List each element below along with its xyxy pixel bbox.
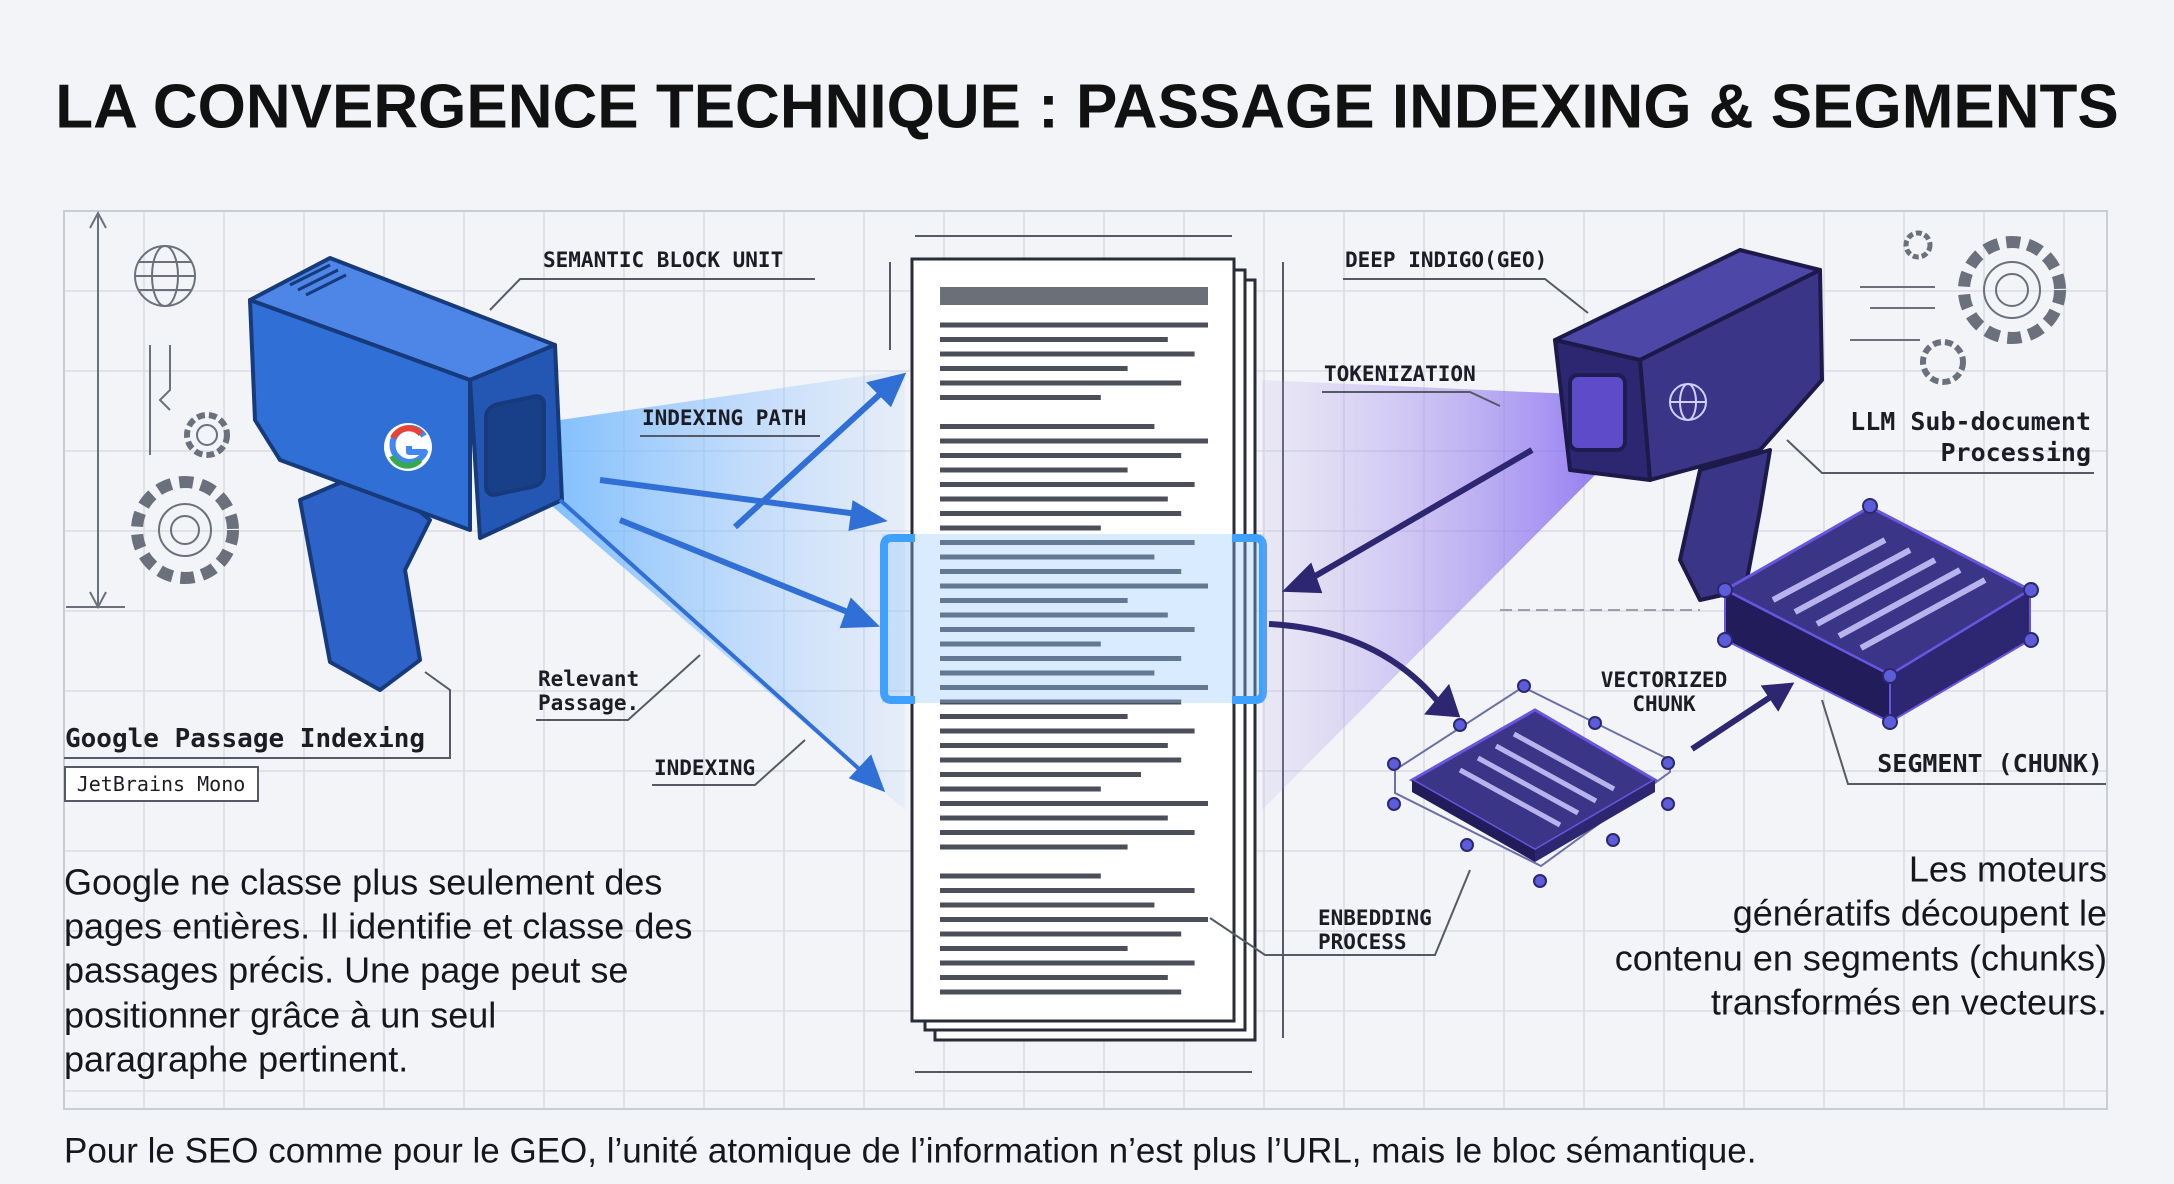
label-vectorized-chunk-2: CHUNK <box>1632 692 1696 716</box>
globe-icon <box>1669 383 1707 421</box>
font-tag-label: JetBrains Mono <box>77 772 246 796</box>
vectorized-chunk <box>1387 679 1675 888</box>
grid-panel-border <box>63 210 2108 1110</box>
label-semantic-block-unit: SEMANTIC BLOCK UNIT <box>543 248 783 272</box>
font-tag-box <box>64 766 259 802</box>
circuit-icon <box>149 345 171 455</box>
left-decorations <box>66 210 239 610</box>
geo-arrows <box>1268 447 1795 752</box>
label-relevant-passage-1: Relevant <box>538 667 639 691</box>
left-paragraph-line: Google ne classe plus seulement des <box>64 862 662 903</box>
label-llm-processing-1: LLM Sub-document <box>1850 407 2091 436</box>
right-paragraph-line: transformés en vecteurs. <box>1711 982 2107 1023</box>
left-paragraph-line: positionner grâce à un seul <box>64 995 496 1036</box>
right-paragraph-line: génératifs découpent le <box>1733 893 2107 934</box>
globe-icon <box>134 245 196 307</box>
label-vectorized-chunk-1: VECTORIZED <box>1601 668 1727 692</box>
gear-icon <box>131 476 239 584</box>
left-paragraph: Google ne classe plus seulement des page… <box>64 862 692 1080</box>
gear-icon <box>184 412 230 458</box>
label-indexing: INDEXING <box>654 756 755 780</box>
gear-icon <box>1903 230 1933 260</box>
label-llm-processing-2: Processing <box>1940 438 2091 467</box>
left-paragraph-line: passages précis. Une page peut se <box>64 950 628 991</box>
segment-chunk <box>1717 498 2039 730</box>
left-paragraph-line: pages entières. Il identifie et classe d… <box>64 906 692 947</box>
label-embedding-process-2: PROCESS <box>1318 930 1407 954</box>
document-text-lines <box>940 287 1208 995</box>
gear-icon <box>1958 236 2066 344</box>
page-title: LA CONVERGENCE TECHNIQUE : PASSAGE INDEX… <box>55 72 2118 141</box>
leader-line <box>489 278 815 311</box>
google-logo-icon <box>384 423 432 471</box>
left-paragraph-line: paragraphe pertinent. <box>64 1039 408 1080</box>
geo-scan-beam <box>1262 380 1610 810</box>
label-tokenization: TOKENIZATION <box>1324 362 1476 386</box>
right-decorations <box>1850 230 2066 385</box>
right-paragraph-line: contenu en segments (chunks) <box>1615 938 2107 979</box>
geo-scanner-device <box>1553 248 1824 602</box>
right-paragraph: Les moteurs génératifs découpent le cont… <box>1615 849 2107 1023</box>
right-paragraph-line: Les moteurs <box>1909 849 2107 890</box>
indexing-arrows <box>558 372 907 793</box>
circuit-icon <box>1850 286 1935 341</box>
label-indexing-path: INDEXING PATH <box>642 406 806 430</box>
label-embedding-process-1: ENBEDDING <box>1318 906 1432 930</box>
gear-icon <box>1920 339 1966 385</box>
label-segment-chunk: SEGMENT (CHUNK) <box>1877 749 2103 778</box>
labels: SEMANTIC BLOCK UNIT INDEXING PATH Releva… <box>64 248 2106 956</box>
label-relevant-passage-2: Passage. <box>538 691 639 715</box>
relevant-passage-highlight <box>880 534 1267 704</box>
document-page <box>889 235 1284 1073</box>
label-deep-indigo: DEEP INDIGO(GEO) <box>1345 248 1547 272</box>
document-heading-bar <box>940 287 1208 305</box>
google-scanner-device <box>248 256 564 692</box>
label-google-passage-indexing: Google Passage Indexing <box>65 724 425 754</box>
footer-statement: Pour le SEO comme pour le GEO, l’unité a… <box>64 1131 1756 1170</box>
